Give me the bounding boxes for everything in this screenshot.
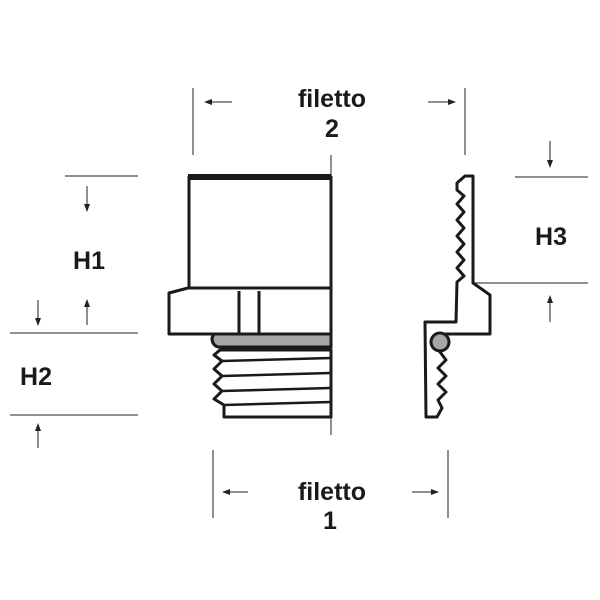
- dimension-filetto-2: filetto 2: [192, 85, 466, 155]
- label-h1: H1: [73, 247, 105, 275]
- label-filetto-1-word: filetto: [298, 478, 366, 506]
- fitting-side-view: [167, 155, 333, 435]
- dimension-h3: H3: [473, 141, 588, 322]
- label-filetto-2-word: filetto: [298, 85, 366, 113]
- fitting-cross-section: [423, 174, 492, 419]
- label-h2: H2: [20, 363, 52, 391]
- label-filetto-2-num: 2: [325, 115, 339, 143]
- o-ring: [429, 331, 451, 353]
- dimension-filetto-1: filetto 1: [212, 450, 449, 535]
- label-h3: H3: [535, 223, 567, 251]
- dimension-h1-h2: H1 H2: [10, 175, 138, 448]
- gasket: [210, 332, 333, 349]
- label-filetto-1-num: 1: [323, 507, 337, 535]
